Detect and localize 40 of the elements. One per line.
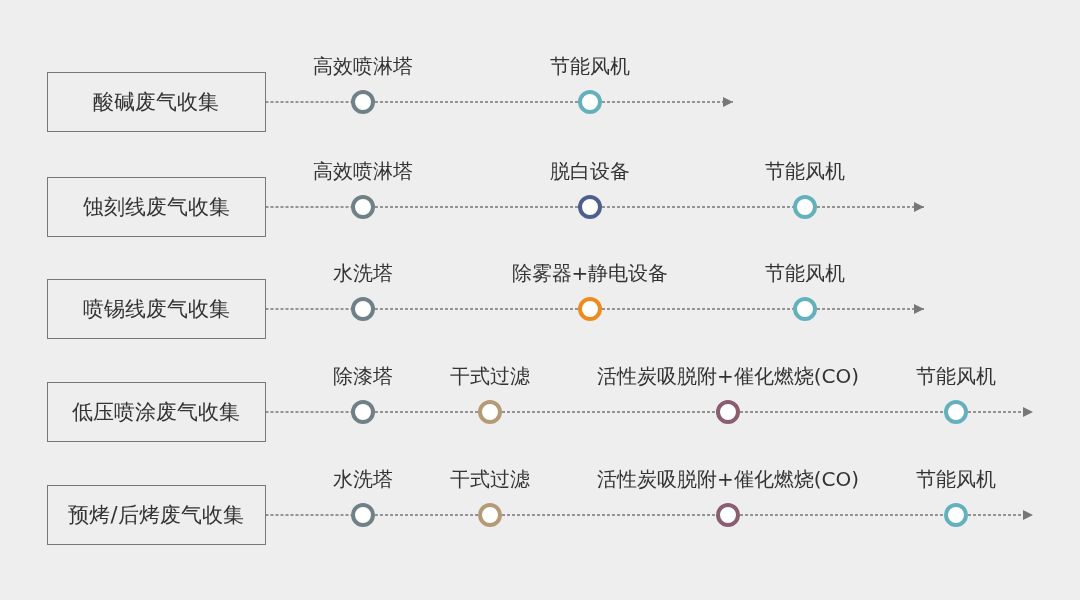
dashed-arrow (967, 510, 1034, 520)
stage-label: 脱白设备 (550, 158, 630, 185)
stage-label: 干式过滤 (450, 466, 530, 493)
dashed-arrow (967, 407, 1034, 417)
dashed-line (374, 101, 579, 103)
source-box: 喷锡线废气收集 (46, 279, 266, 339)
stage-label: 节能风机 (765, 260, 845, 287)
source-box: 酸碱废气收集 (46, 72, 266, 132)
dashed-line (501, 411, 717, 413)
dashed-line (264, 411, 352, 413)
stage-label: 活性炭吸脱附+催化燃烧(CO) (596, 466, 860, 493)
dashed-line (374, 206, 579, 208)
dashed-line (501, 514, 717, 516)
dashed-arrow (816, 202, 925, 212)
stage-label: 除漆塔 (333, 363, 393, 390)
dashed-line (374, 308, 579, 310)
dashed-line (739, 514, 945, 516)
dashed-line (374, 514, 479, 516)
stage-label: 除雾器+静电设备 (511, 260, 669, 287)
stage-label: 活性炭吸脱附+催化燃烧(CO) (596, 363, 860, 390)
dashed-line (264, 308, 352, 310)
stage-label: 高效喷淋塔 (313, 53, 413, 80)
stage-label: 水洗塔 (333, 466, 393, 493)
dashed-line (264, 101, 352, 103)
dashed-line (739, 411, 945, 413)
dashed-arrow (816, 304, 925, 314)
dashed-line (264, 206, 352, 208)
stage-label: 节能风机 (916, 363, 996, 390)
source-box: 预烤/后烤废气收集 (46, 485, 266, 545)
stage-label: 节能风机 (550, 53, 630, 80)
stage-label: 节能风机 (916, 466, 996, 493)
stage-label: 干式过滤 (450, 363, 530, 390)
dashed-line (374, 411, 479, 413)
dashed-arrow (601, 97, 734, 107)
stage-label: 高效喷淋塔 (313, 158, 413, 185)
dashed-line (264, 514, 352, 516)
stage-label: 水洗塔 (333, 260, 393, 287)
stage-label: 节能风机 (765, 158, 845, 185)
source-box: 蚀刻线废气收集 (46, 177, 266, 237)
source-box: 低压喷涂废气收集 (46, 382, 266, 442)
